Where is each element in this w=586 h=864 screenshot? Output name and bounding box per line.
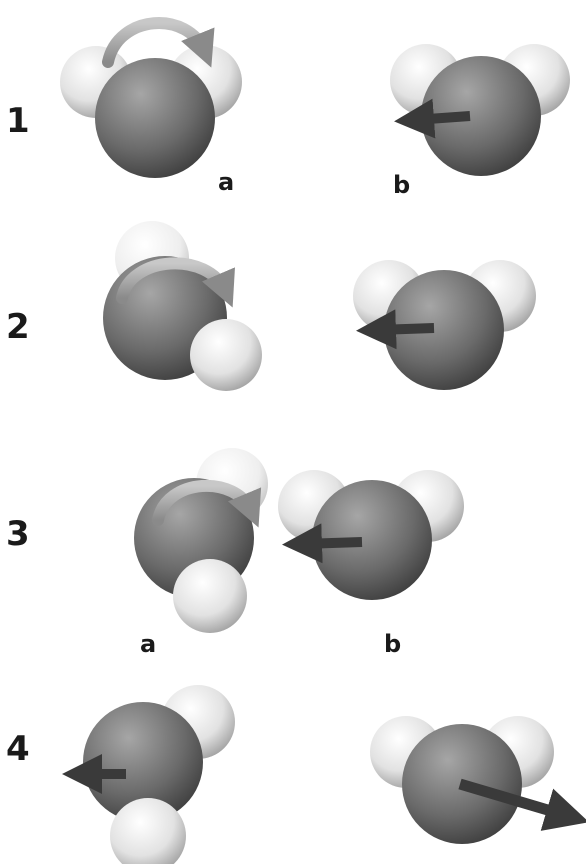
dipole-arrow: [282, 523, 363, 564]
label-1b: b: [393, 171, 410, 199]
label-3a: a: [140, 630, 156, 658]
hydrogen-atom: [173, 559, 247, 633]
oxygen-atom: [95, 58, 215, 178]
dipole-arrow: [356, 309, 435, 350]
row-number-3: 3: [6, 514, 30, 554]
row-number-2: 2: [6, 307, 30, 347]
rotation-arrow: [116, 257, 235, 308]
molecule-1a: [60, 17, 242, 178]
oxygen-atom: [312, 480, 432, 600]
row-number-4: 4: [6, 729, 30, 769]
dipole-arrow: [458, 778, 586, 831]
molecule-4a: [62, 685, 235, 864]
molecule-3a: [134, 448, 268, 633]
rotation-arrow: [152, 479, 262, 528]
label-3b: b: [384, 630, 401, 658]
oxygen-atom: [384, 270, 504, 390]
hydrogen-atom: [110, 798, 186, 864]
molecule-4b: [370, 716, 586, 844]
hydrogen-atom: [190, 319, 262, 391]
molecule-1b: [390, 44, 570, 176]
molecule-2a: [103, 221, 262, 391]
row-number-1: 1: [6, 101, 30, 141]
oxygen-atom: [83, 702, 203, 822]
dipole-arrow: [394, 98, 471, 139]
label-1a: a: [218, 168, 234, 196]
molecule-3b: [278, 470, 464, 600]
molecule-2b: [353, 260, 536, 390]
rotation-arrow: [102, 17, 215, 68]
oxygen-atom: [421, 56, 541, 176]
